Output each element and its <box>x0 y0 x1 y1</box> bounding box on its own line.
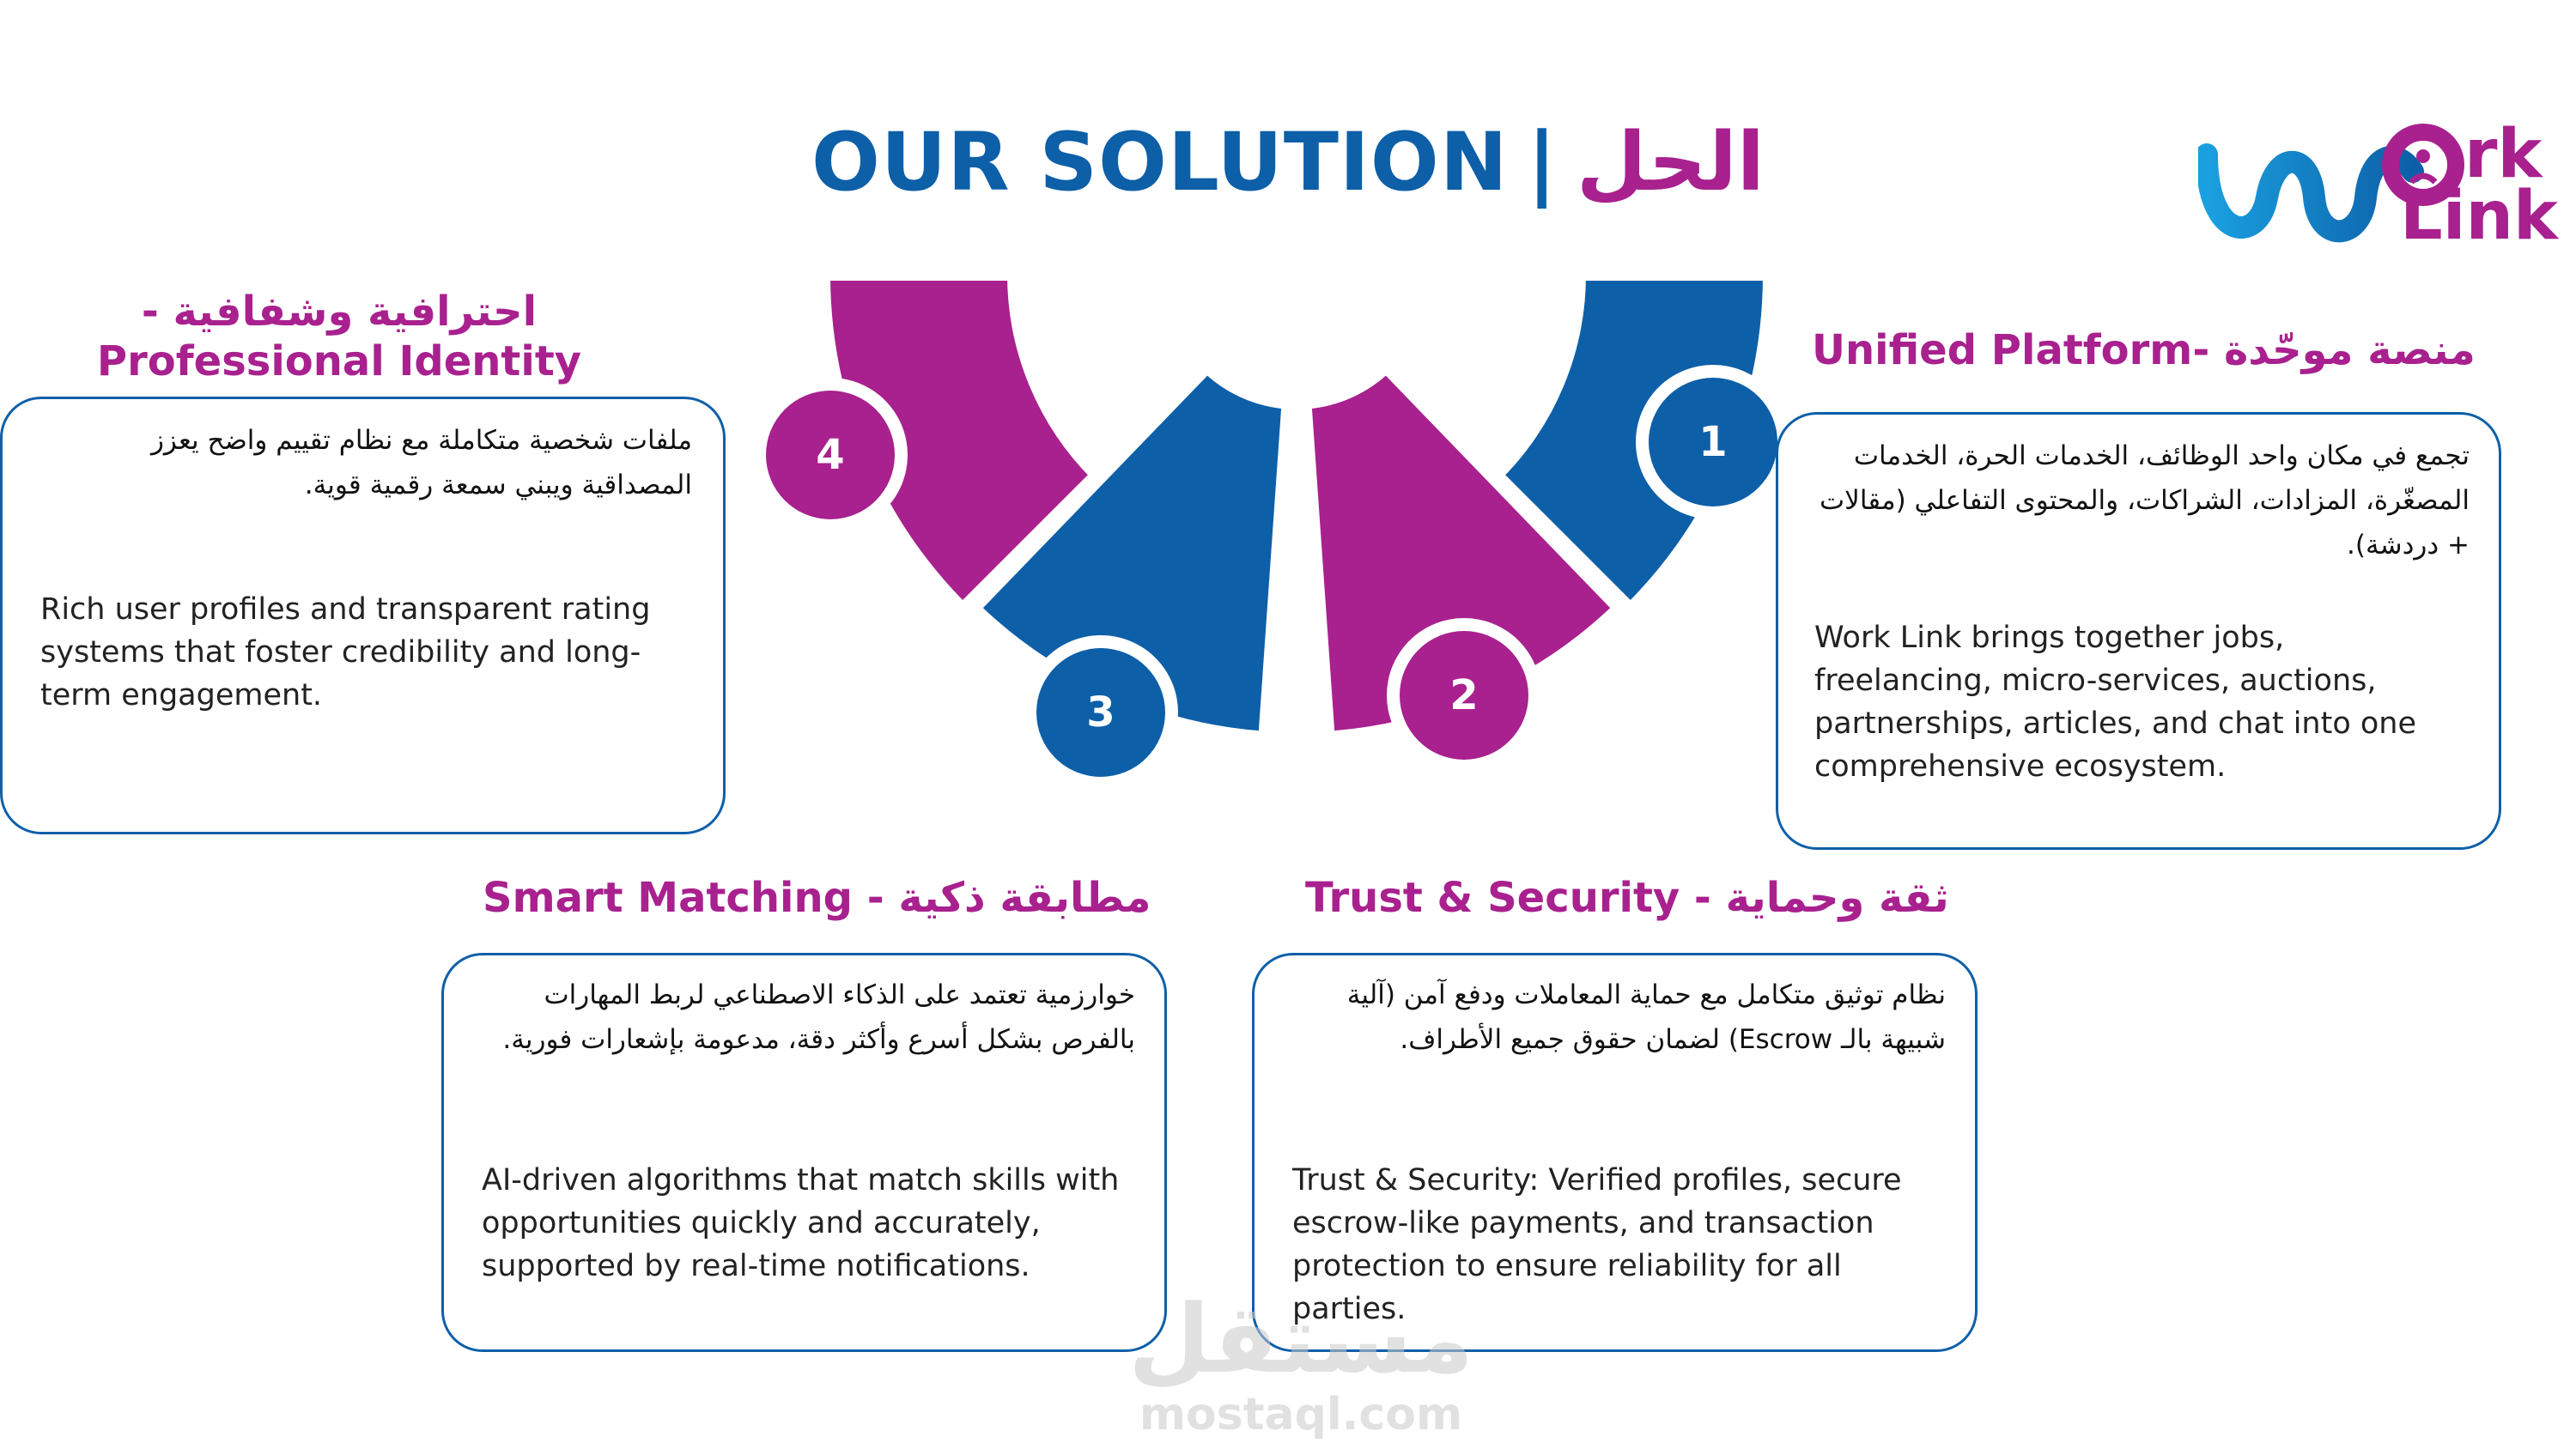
smart-heading-en: Smart Matching - <box>483 874 884 922</box>
unified-heading-ar: منصة موحّدة <box>2223 326 2476 374</box>
professional-text-ar: ملفات شخصية متكاملة مع نظام تقييم واضح ي… <box>150 425 692 500</box>
unified-heading: Unified Platform- منصة موحّدة <box>1812 326 2476 376</box>
professional-heading-ar: احترافية وشفافية - <box>141 288 538 336</box>
number-3: 3 <box>1086 688 1115 737</box>
diagram-rings <box>817 275 1776 744</box>
logo: rk Link <box>2198 103 2558 266</box>
number-circle-4: 4 <box>753 378 908 532</box>
number-circle-1: 1 <box>1636 365 1790 519</box>
logo-text-top: rk <box>2464 116 2543 193</box>
circle-2-icon <box>1387 618 1541 773</box>
smart-card: خوارزمية تعتمد على الذكاء الاصطناعي لربط… <box>441 953 1167 1352</box>
smart-text-en: AI-driven algorithms that match skills w… <box>482 1163 1120 1283</box>
professional-card: ملفات شخصية متكاملة مع نظام تقييم واضح ي… <box>0 397 726 834</box>
title-separator: | <box>1527 116 1558 209</box>
unified-card: تجمع في مكان واحد الوظائف، الخدمات الحرة… <box>1776 412 2501 850</box>
trust-text-en: Trust & Security: Verified profiles, sec… <box>1292 1163 1902 1326</box>
unified-text-ar: تجمع في مكان واحد الوظائف، الخدمات الحرة… <box>1820 440 2470 561</box>
unified-heading-en: Unified Platform- <box>1812 326 2210 374</box>
logo-text-bottom: Link <box>2400 178 2558 255</box>
smart-text-ar: خوارزمية تعتمد على الذكاء الاصطناعي لربط… <box>502 979 1135 1055</box>
number-1: 1 <box>1698 418 1728 466</box>
diagram-segment-4 <box>817 275 1105 617</box>
smart-heading: Smart Matching - مطابقة ذكية <box>483 874 1151 924</box>
professional-heading-en: Professional Identity <box>96 336 582 385</box>
trust-heading: Trust & Security - ثقة وحماية <box>1305 874 1949 924</box>
unified-text-en: Work Link brings together jobs, freelanc… <box>1814 621 2416 784</box>
number-circle-3: 3 <box>1024 635 1178 790</box>
smart-heading-ar: مطابقة ذكية <box>898 874 1151 922</box>
title-en: OUR SOLUTION <box>811 116 1509 209</box>
watermark-ar: مستقل <box>1127 1284 1474 1394</box>
watermark-en: mostaql.com <box>1139 1389 1463 1440</box>
number-circle-2: 2 <box>1387 618 1541 773</box>
logo-mark-icon <box>2198 124 2464 243</box>
trust-heading-ar: ثقة وحماية <box>1725 874 1949 922</box>
number-2: 2 <box>1449 671 1479 719</box>
watermark: مستقل mostaql.com <box>1116 1288 1485 1439</box>
circle-1-icon <box>1636 365 1790 519</box>
number-4: 4 <box>816 431 845 479</box>
trust-text-ar: نظام توثيق متكامل مع حماية المعاملات ودف… <box>1346 979 1946 1055</box>
professional-heading: احترافية وشفافية - Professional Identity <box>0 288 678 386</box>
diagram-segment-2 <box>1298 359 1628 744</box>
professional-text-en: Rich user profiles and transparent ratin… <box>40 592 651 712</box>
circle-4-icon <box>753 378 908 532</box>
circle-3-icon <box>1024 635 1178 790</box>
title-ar: الحل <box>1576 116 1765 209</box>
trust-card: نظام توثيق متكامل مع حماية المعاملات ودف… <box>1252 953 1978 1352</box>
diagram-segment-3 <box>965 359 1295 744</box>
trust-heading-en: Trust & Security - <box>1305 874 1711 922</box>
page-title: OUR SOLUTION|الحل <box>0 116 2576 209</box>
